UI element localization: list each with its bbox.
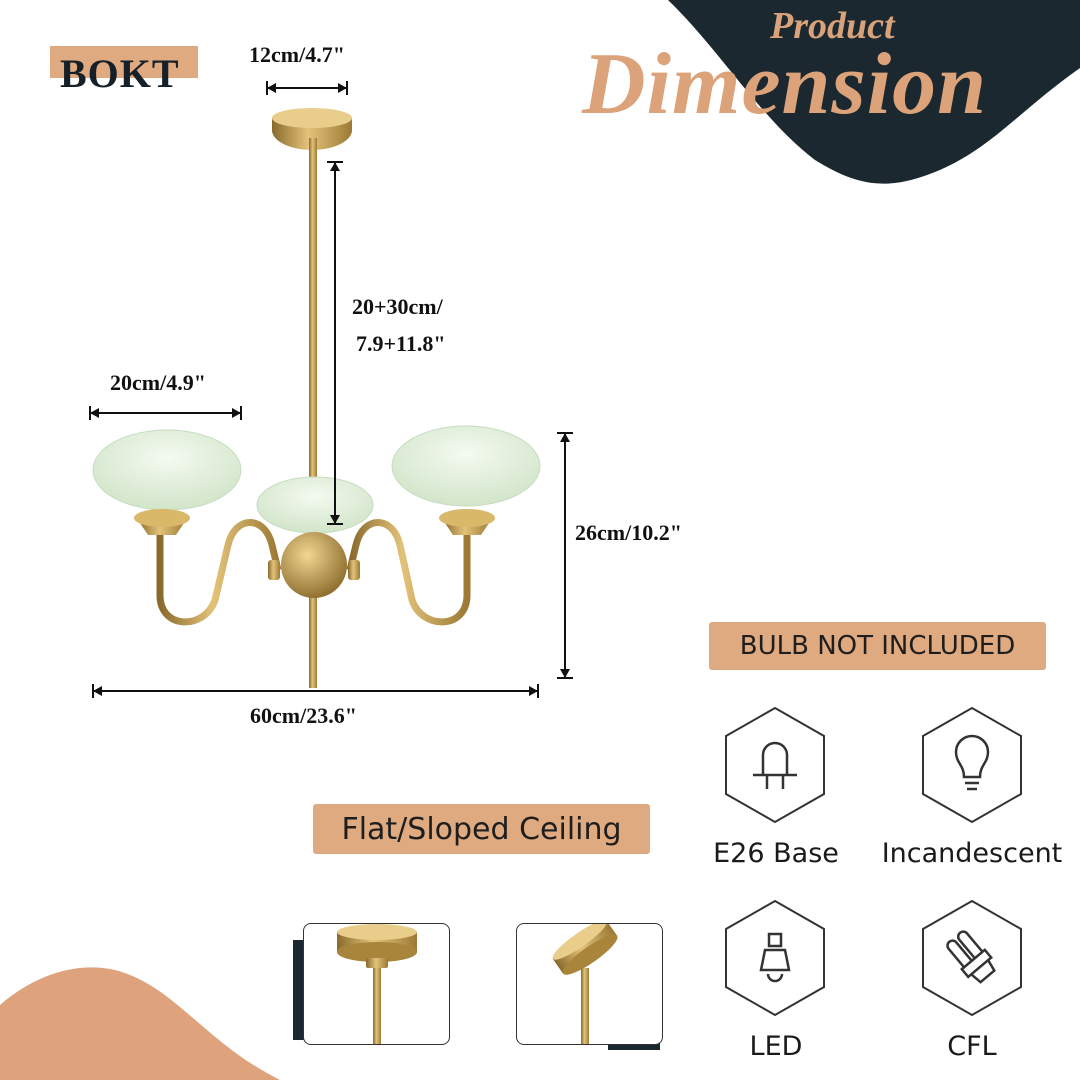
fixture-height-label: 26cm/10.2"	[575, 520, 682, 545]
canopy-width-label: 12cm/4.7"	[249, 42, 345, 67]
led-bulb-icon	[725, 899, 825, 1017]
rod-length-label-line1: 20+30cm/	[352, 294, 443, 319]
sloped-canopy-drawing	[552, 924, 618, 1044]
chandelier-illustration	[92, 108, 541, 688]
heading-dimension: Dimension	[582, 36, 988, 133]
header-banner	[668, 0, 1080, 184]
incandescent-bulb-icon	[922, 706, 1022, 824]
ceiling-type-badge: Flat/Sloped Ceiling	[313, 804, 650, 854]
fixture-width-label: 60cm/23.6"	[250, 703, 357, 728]
heading-product: Product	[770, 5, 895, 47]
cfl-bulb-icon	[922, 899, 1022, 1017]
decorative-blob	[0, 967, 280, 1080]
flat-canopy-drawing	[337, 924, 417, 1044]
bulb-type-label-led: LED	[749, 1031, 803, 1062]
flat-ceiling-thumbnail	[303, 923, 450, 1045]
brand-logo-text: BOKT	[60, 51, 180, 96]
bulb-not-included-badge: BULB NOT INCLUDED	[709, 622, 1046, 670]
rod-length-label-line2: 7.9+11.8"	[356, 331, 446, 356]
shade-width-label: 20cm/4.9"	[110, 370, 206, 395]
e26-base-icon	[725, 706, 825, 824]
brand-logo	[50, 46, 198, 78]
thumbnail-accent-left	[293, 940, 305, 1040]
bulb-type-label-incandescent: Incandescent	[881, 838, 1063, 869]
bulb-type-label-e26: E26 Base	[713, 838, 839, 869]
bulb-type-label-cfl: CFL	[947, 1031, 997, 1062]
sloped-ceiling-thumbnail	[516, 923, 663, 1045]
dimension-lines	[89, 81, 573, 698]
